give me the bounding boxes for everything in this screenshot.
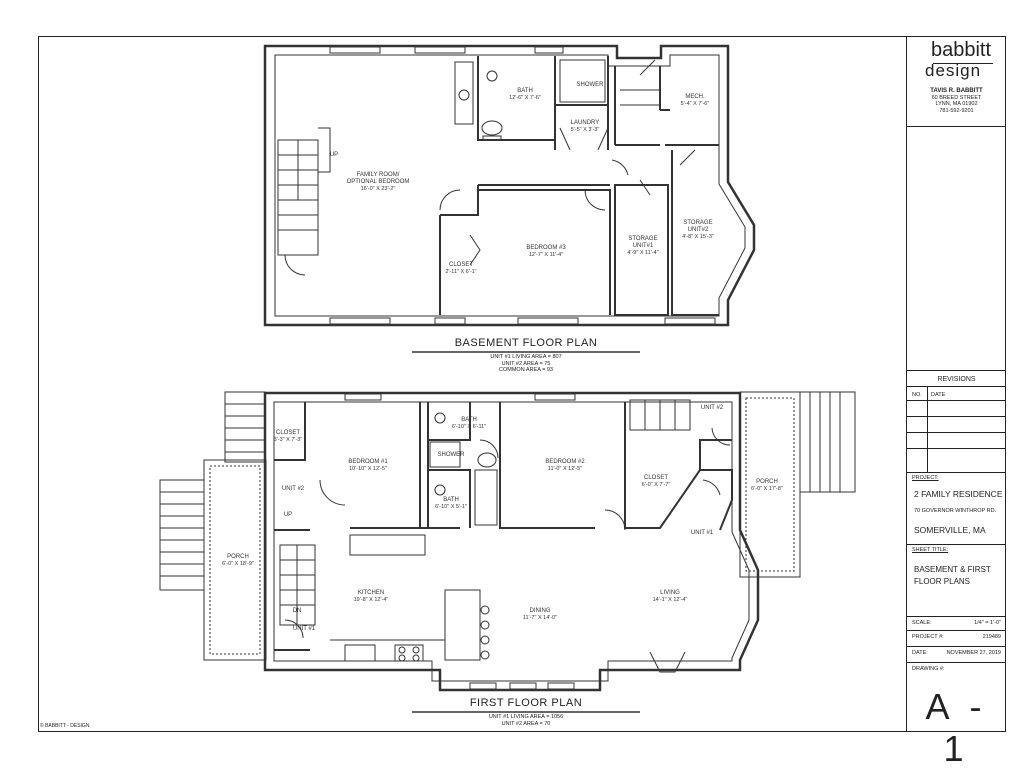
date-label: DATE: xyxy=(912,650,928,656)
room-shower: SHOWER xyxy=(576,82,604,88)
logo-design: design xyxy=(925,61,982,80)
stair-up-label: UP xyxy=(329,152,339,158)
date-value: NOVEMBER 27, 2019 xyxy=(946,650,1001,656)
revisions-title: REVISIONS xyxy=(937,376,976,383)
project-line3: SOMERVILLE, MA xyxy=(914,525,986,535)
project-number-value: 219489 xyxy=(982,634,1001,640)
room-bath: BATH 12'-6" X 7'-6" xyxy=(509,88,541,101)
sheet-title-line1: BASEMENT & FIRST xyxy=(914,565,991,574)
room-storage2: STORAGE UNIT#2 4'-8" X 15'-3" xyxy=(682,220,714,240)
room-mech: MECH. 5'-4" X 7'-6" xyxy=(680,94,710,107)
revisions-row xyxy=(907,400,1006,401)
revisions-row xyxy=(907,448,1006,449)
drawing-number-label: DRAWING #: xyxy=(912,666,945,672)
room-family: FAMILY ROOM/ OPTIONAL BEDROOM 16'-0" X 2… xyxy=(346,172,410,192)
project-number-label: PROJECT #: xyxy=(912,634,944,640)
title-block-divider xyxy=(907,646,1006,647)
stair-down-first: DN xyxy=(292,608,302,614)
room-living: LIVING 14'-1" X 12'-4" xyxy=(652,590,688,603)
stair-up-first: UP xyxy=(283,512,293,518)
room-closet2: CLOSET 6'-0" X 7'-7" xyxy=(641,475,671,488)
room-kitchen: KITCHEN 19'-8" X 12'-4" xyxy=(353,590,389,603)
title-block-divider xyxy=(907,370,1006,371)
title-block-divider xyxy=(907,662,1006,663)
copyright-text: © BABBITT - DESIGN xyxy=(40,723,90,729)
first-floor-plan-title: FIRST FLOOR PLAN xyxy=(469,697,583,709)
room-bath-bottom: BATH 6'-10" X 5'-1" xyxy=(435,497,467,510)
firm-address: TAVIS R. BABBITT 60 BREED STREET LYNN, M… xyxy=(930,88,983,114)
title-block-divider xyxy=(907,544,1006,545)
room-laundry: LAUNDRY 5'-5" X 3'-3" xyxy=(570,120,600,133)
first-floor-walls xyxy=(263,391,760,692)
revisions-date-header: DATE xyxy=(931,392,946,398)
title-block-divider xyxy=(907,616,1006,617)
title-block-divider xyxy=(907,472,1006,473)
title-block-divider xyxy=(907,126,1006,127)
project-line2: 70 GOVERNOR WINTHROP RD. xyxy=(914,508,997,514)
basement-plan-title: BASEMENT FLOOR PLAN xyxy=(454,337,598,349)
basement-area-notes: UNIT #1 LIVING AREA = 807 UNIT #2 AREA =… xyxy=(490,354,562,373)
room-closet: CLOSET 2'-11" X 6'-1" xyxy=(445,262,477,275)
revisions-column-line xyxy=(927,386,928,472)
project-label: PROJECT: xyxy=(912,475,939,481)
scale-label: SCALE: xyxy=(912,620,932,626)
unit2-left-label: UNIT #2 xyxy=(281,486,305,492)
drawing-sheet-border xyxy=(38,36,1006,732)
unit1-right-label: UNIT #1 xyxy=(690,530,714,536)
unit2-top-label: UNIT #2 xyxy=(700,405,724,411)
drawing-number-value: A - 1 xyxy=(925,686,988,769)
room-porch-left: PORCH 6'-0" X 18'-9" xyxy=(222,554,254,567)
logo-rule xyxy=(933,63,993,64)
room-porch-right: PORCH 6'-0" X 17'-8" xyxy=(751,479,783,492)
title-block-divider xyxy=(907,630,1006,631)
revisions-no-header: NO. xyxy=(912,392,922,398)
room-bedroom1: BEDROOM #1 10'-10" X 12'-5" xyxy=(348,459,388,472)
room-bedroom2: BEDROOM #2 11'-0" X 12'-5" xyxy=(545,459,585,472)
porches xyxy=(159,391,856,661)
unit1-left-label: UNIT #1 xyxy=(292,626,316,632)
sheet-title-line2: FLOOR PLANS xyxy=(914,577,971,586)
title-block-divider xyxy=(907,386,1006,387)
revisions-row xyxy=(907,432,1006,433)
title-block: babbitt design TAVIS R. BABBITT 60 BREED… xyxy=(906,36,1006,769)
room-bedroom3: BEDROOM #3 12'-7" X 11'-4" xyxy=(526,245,566,258)
first-floor-area-notes: UNIT #1 LIVING AREA = 1056 UNIT #2 AREA … xyxy=(488,714,564,727)
project-line1: 2 FAMILY RESIDENCE xyxy=(914,489,1003,499)
logo-babbitt: babbitt xyxy=(931,39,992,61)
room-closet1: CLOSET 3'-3" X 7'-3" xyxy=(273,430,303,443)
sheet-title-label: SHEET TITLE: xyxy=(912,547,949,553)
room-bath-top: BATH 6'-10" X 6'-11" xyxy=(451,417,487,430)
revisions-row xyxy=(907,416,1006,417)
basement-walls xyxy=(263,44,756,327)
scale-value: 1/4" = 1'-0" xyxy=(974,620,1001,626)
room-dining: DINING 11'-7" X 14'-0" xyxy=(522,608,558,621)
room-shower-first: SHOWER xyxy=(437,452,465,458)
room-storage1: STORAGE UNIT#1 4'-9" X 11'-4" xyxy=(627,236,659,256)
